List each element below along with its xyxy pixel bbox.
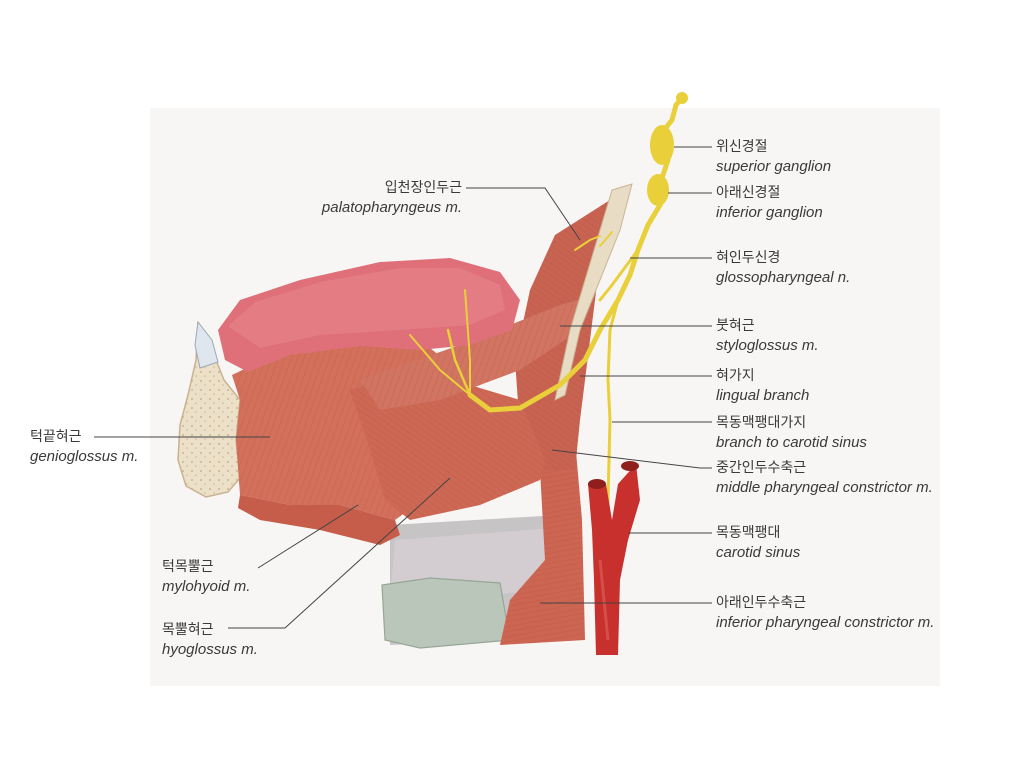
- leader-hyoglossus: [228, 477, 451, 629]
- label-glossopharyngeal-nerve: 혀인두신경 glossopharyngeal n.: [716, 248, 850, 288]
- label-korean: 입천장인두근: [384, 180, 462, 196]
- label-lingual-branch: 혀가지 lingual branch: [716, 366, 809, 406]
- mandible: [177, 320, 241, 498]
- label-korean: 목동맥팽대가지: [716, 415, 807, 431]
- label-latin: lingual branch: [716, 387, 810, 404]
- label-inferior-constrictor: 아래인두수축근 inferior pharyngeal constrictor …: [716, 593, 934, 633]
- label-korean: 위신경절: [716, 139, 768, 155]
- label-latin: superior ganglion: [716, 158, 832, 175]
- label-carotid-sinus: 목동맥팽대 carotid sinus: [716, 523, 800, 563]
- label-latin: styloglossus m.: [716, 337, 819, 354]
- label-korean: 중간인두수축근: [716, 460, 807, 476]
- label-branch-carotid-sinus: 목동맥팽대가지 branch to carotid sinus: [716, 413, 867, 453]
- leader-palatopharyngeus: [466, 187, 581, 241]
- label-latin: inferior ganglion: [716, 204, 823, 221]
- label-korean: 아래인두수축근: [716, 595, 807, 611]
- label-latin: carotid sinus: [716, 544, 801, 561]
- label-middle-constrictor: 중간인두수축근 middle pharyngeal constrictor m.: [716, 458, 933, 498]
- label-latin: mylohyoid m.: [162, 578, 251, 595]
- tongue: [218, 258, 520, 372]
- label-latin: branch to carotid sinus: [716, 434, 867, 451]
- label-genioglossus: 턱끝혀근 genioglossus m.: [30, 427, 138, 467]
- label-latin: glossopharyngeal n.: [716, 269, 851, 286]
- ganglia: [647, 92, 688, 206]
- leader-mylohyoid: [257, 504, 359, 569]
- label-korean: 턱목뿔근: [162, 559, 214, 575]
- styloid-process: [554, 183, 633, 401]
- carotid-artery: [588, 461, 640, 655]
- label-korean: 붓혀근: [716, 318, 755, 334]
- label-korean: 혀인두신경: [716, 250, 781, 266]
- label-latin: palatopharyngeus m.: [321, 199, 462, 216]
- label-superior-ganglion: 위신경절 superior ganglion: [716, 137, 831, 177]
- label-latin: hyoglossus m.: [162, 641, 258, 658]
- label-korean: 아래신경절: [716, 185, 781, 201]
- label-latin: genioglossus m.: [30, 448, 139, 465]
- label-latin: middle pharyngeal constrictor m.: [716, 479, 933, 496]
- label-mylohyoid: 턱목뿔근 mylohyoid m.: [162, 557, 250, 597]
- label-hyoglossus: 목뿔혀근 hyoglossus m.: [162, 620, 258, 660]
- leader-middle-constrictor: [551, 449, 712, 469]
- label-korean: 혀가지: [716, 368, 755, 384]
- mylohyoid-shape: [238, 495, 400, 545]
- label-korean: 목동맥팽대: [716, 525, 781, 541]
- label-korean: 턱끝혀근: [30, 429, 82, 445]
- label-korean: 목뿔혀근: [162, 622, 214, 638]
- label-styloglossus: 붓혀근 styloglossus m.: [716, 316, 819, 356]
- leader-lines: [94, 146, 712, 629]
- label-inferior-ganglion: 아래신경절 inferior ganglion: [716, 183, 823, 223]
- label-latin: inferior pharyngeal constrictor m.: [716, 614, 935, 631]
- label-palatopharyngeus: 입천장인두근 palatopharyngeus m.: [318, 178, 462, 218]
